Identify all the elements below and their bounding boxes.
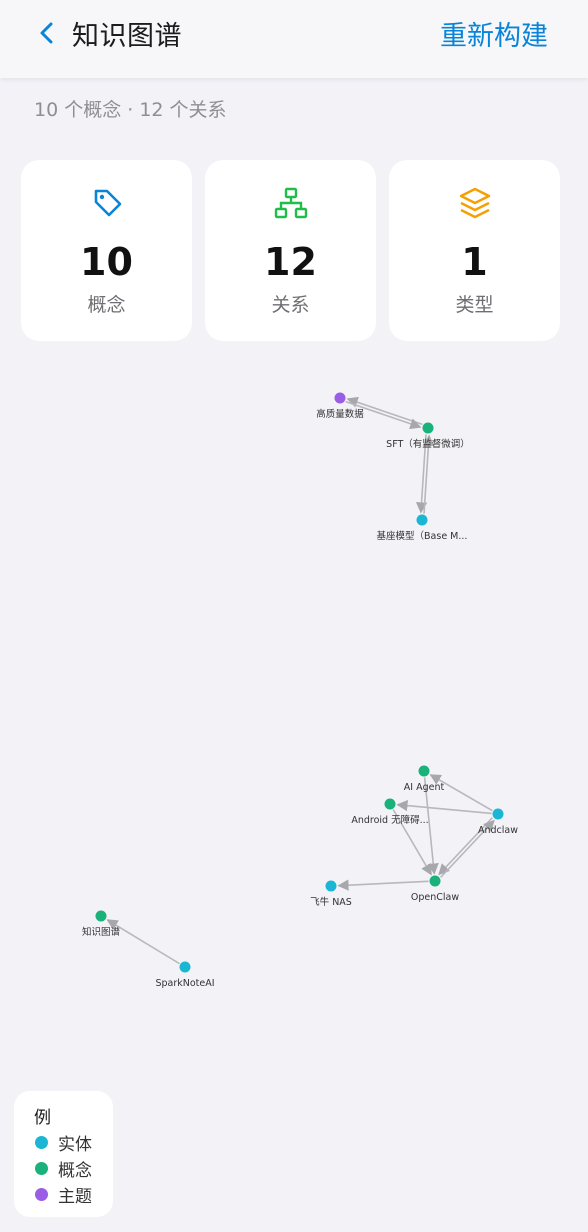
node-label: 高质量数据 xyxy=(316,408,364,420)
legend-item-entity: 实体 xyxy=(34,1129,113,1155)
graph-edge-android-openclaw xyxy=(392,809,432,876)
stat-label: 概念 xyxy=(87,294,126,316)
node-label: OpenClaw xyxy=(411,892,459,903)
entity-dot xyxy=(35,1135,48,1149)
node-dot[interactable] xyxy=(95,910,107,922)
legend-title: 例 xyxy=(34,1108,51,1128)
node-dot[interactable] xyxy=(492,808,504,820)
node-dot[interactable] xyxy=(179,961,191,973)
node-dot[interactable] xyxy=(384,798,396,810)
stat-value: 10 xyxy=(80,240,133,284)
graph-node-andclaw[interactable]: Andclaw xyxy=(478,808,518,837)
tag-icon xyxy=(94,189,121,217)
legend-label: 实体 xyxy=(58,1134,92,1155)
stat-label: 关系 xyxy=(271,294,310,316)
rebuild-button[interactable]: 重新构建 xyxy=(440,14,548,53)
chevron-left-icon xyxy=(40,22,53,44)
node-label: Andclaw xyxy=(478,825,518,836)
graph-node-android[interactable]: Android 无障碍... xyxy=(351,798,429,827)
node-label: 知识图谱 xyxy=(82,926,121,938)
graph-edge-openclaw-andclaw xyxy=(440,819,495,878)
graph-node-openclaw[interactable]: OpenClaw xyxy=(411,875,459,904)
graph-edge-hq-sft xyxy=(345,400,422,430)
graph-node-spark[interactable]: SparkNoteAI xyxy=(155,961,215,990)
stat-label: 类型 xyxy=(455,294,494,316)
graph-legend: 例 实体 概念 主题 xyxy=(14,1091,113,1217)
graph-summary: 10 个概念 · 12 个关系 xyxy=(34,99,227,121)
node-label: 飞牛 NAS xyxy=(310,896,352,908)
graph-node-base[interactable]: 基座模型（Base M... xyxy=(377,514,468,543)
node-label: Android 无障碍... xyxy=(351,814,428,826)
stat-value: 12 xyxy=(264,240,317,284)
graph-node-nas[interactable]: 飞牛 NAS xyxy=(310,880,352,909)
graph-edge-spark-kg xyxy=(106,919,180,965)
concept-dot xyxy=(35,1161,48,1175)
legend-label: 概念 xyxy=(58,1160,92,1181)
graph-edge-sft-base xyxy=(415,434,428,514)
node-dot[interactable] xyxy=(418,765,430,777)
node-label: SFT（有监督微调） xyxy=(386,438,470,450)
graph-edge-agent-openclaw xyxy=(423,777,439,875)
legend-item-concept: 概念 xyxy=(34,1155,113,1181)
node-dot[interactable] xyxy=(334,392,346,404)
node-dot[interactable] xyxy=(422,422,434,434)
graph-edge-andclaw-android xyxy=(396,800,492,815)
layers-icon xyxy=(459,187,490,219)
legend-item-topic: 主题 xyxy=(34,1181,113,1207)
graph-node-sft[interactable]: SFT（有监督微调） xyxy=(386,422,470,451)
knowledge-graph-canvas[interactable]: 高质量数据 SFT（有监督微调） 基座模型（Base M... AI AgentAnd… xyxy=(0,350,588,1090)
graph-edge-andclaw-agent xyxy=(429,774,493,812)
back-button[interactable] xyxy=(30,16,64,50)
stat-value: 1 xyxy=(461,240,488,284)
stat-card-concepts: 10 概念 xyxy=(21,160,192,341)
stat-card-relations: 12 关系 xyxy=(205,160,376,341)
node-dot[interactable] xyxy=(429,875,441,887)
node-dot[interactable] xyxy=(416,514,428,526)
graph-node-kg[interactable]: 知识图谱 xyxy=(82,910,121,939)
page-title: 知识图谱 xyxy=(72,21,182,52)
top-bar: 知识图谱 重新构建 xyxy=(0,0,588,78)
graph-node-hq[interactable]: 高质量数据 xyxy=(316,392,364,421)
topic-dot xyxy=(35,1187,48,1201)
node-label: 基座模型（Base M... xyxy=(377,530,468,542)
graph-edge-base-sft xyxy=(422,434,435,514)
node-dot[interactable] xyxy=(325,880,337,892)
node-label: SparkNoteAI xyxy=(155,978,214,989)
graph-node-agent[interactable]: AI Agent xyxy=(404,765,445,794)
legend-label: 主题 xyxy=(58,1186,92,1207)
graph-edge-openclaw-nas xyxy=(337,879,429,891)
stat-card-types: 1 类型 xyxy=(389,160,560,341)
node-label: AI Agent xyxy=(404,782,445,793)
hierarchy-icon xyxy=(274,187,307,219)
